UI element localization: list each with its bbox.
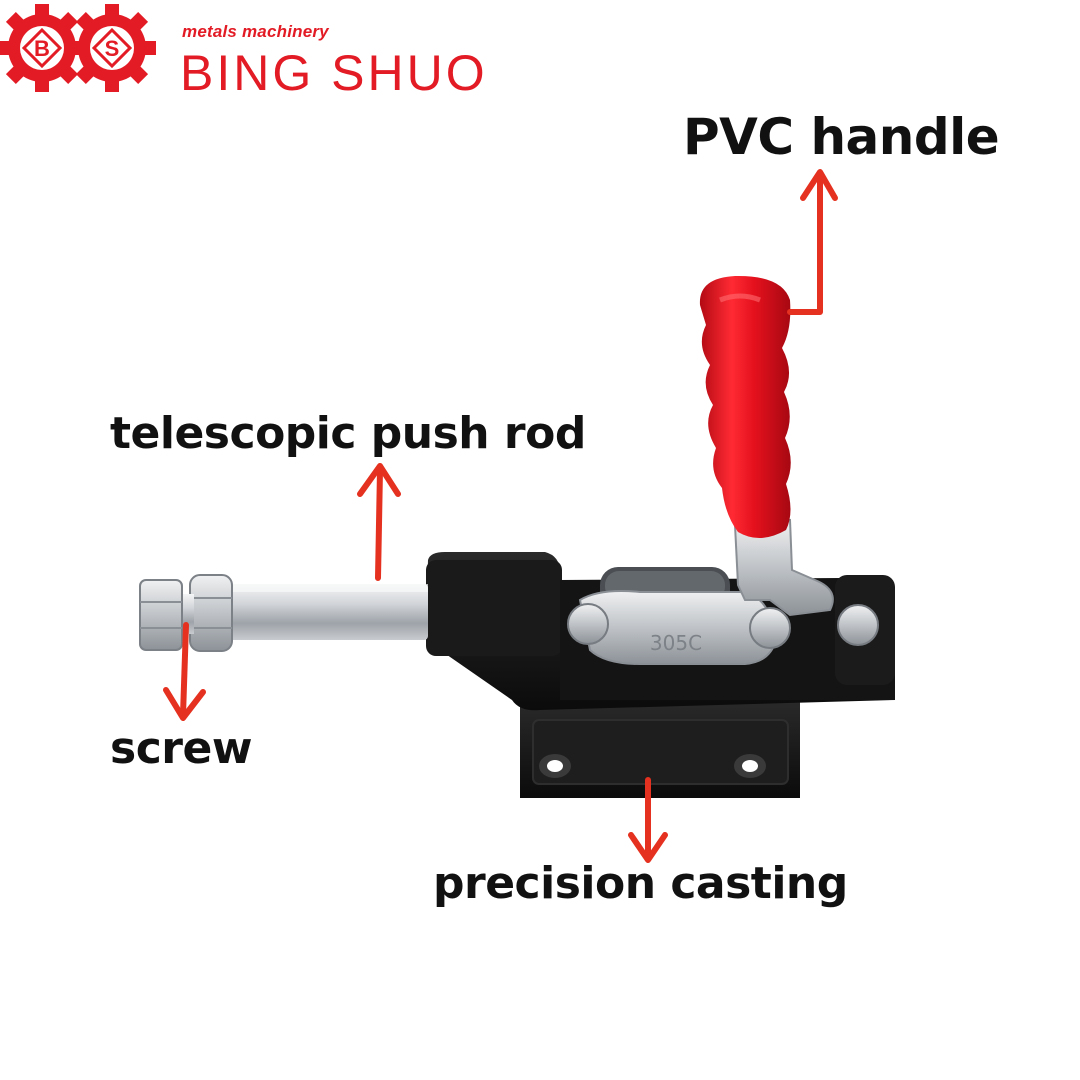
label-pvc-handle: PVC handle: [683, 108, 1000, 166]
push-rod: [228, 584, 428, 640]
lock-nut: [189, 574, 233, 652]
screw: [139, 579, 194, 651]
gear-letter-b: B: [34, 36, 50, 61]
label-precision-casting: precision casting: [433, 858, 848, 909]
label-telescopic-push-rod: telescopic push rod: [110, 408, 586, 459]
gear-letter-s: S: [105, 36, 120, 61]
brand-logo: B S metals machinery BING SHUO: [0, 0, 520, 110]
brand-name: BING SHUO: [180, 45, 488, 101]
base-plate: [520, 700, 800, 798]
label-screw: screw: [110, 723, 252, 774]
handle-lever: [733, 518, 834, 617]
brand-tagline: metals machinery: [182, 22, 329, 41]
pvc-handle: [699, 275, 791, 539]
link-plate: 305C: [578, 590, 778, 665]
pivot-pins: [567, 603, 879, 649]
gear-logo-icon: B S: [0, 4, 156, 92]
model-stamp: 305C: [650, 631, 702, 655]
